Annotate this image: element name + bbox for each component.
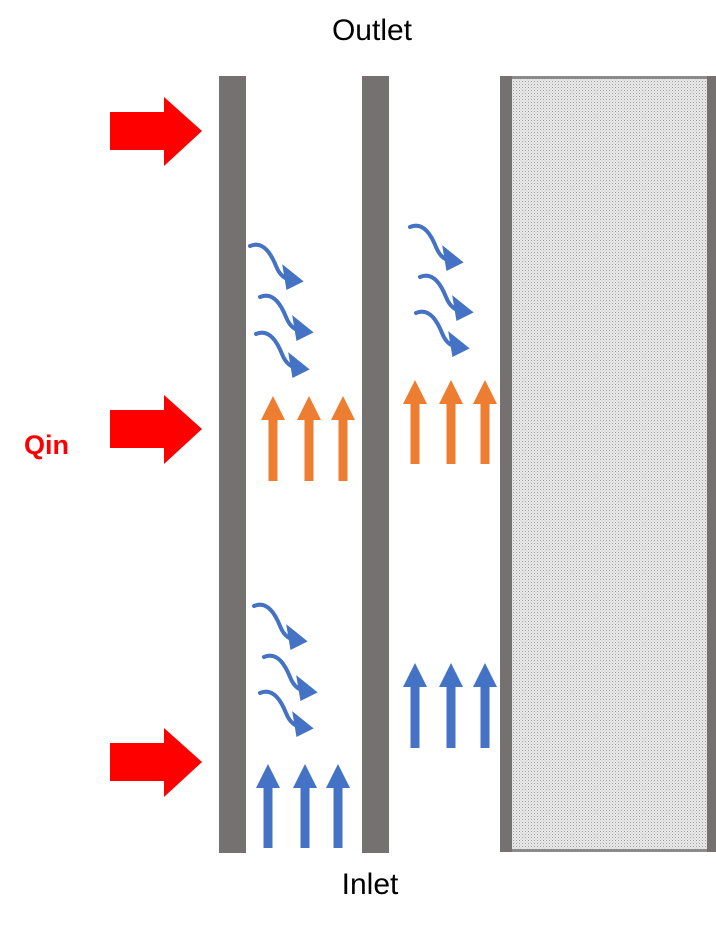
arrow-up-icon (326, 764, 350, 848)
heat-input-arrow-top (110, 97, 202, 166)
insulation-panel (500, 76, 716, 852)
swirl-arrow-icon (248, 242, 304, 290)
arrow-up-icon (439, 380, 463, 464)
swirl-flow-arrows (248, 223, 474, 737)
straight-flow-arrows (256, 380, 497, 848)
arrow-up-icon (261, 396, 285, 481)
arrow-up-icon (293, 764, 317, 848)
arrow-up-icon (403, 663, 427, 748)
qin-label: Qin (24, 430, 69, 460)
swirl-arrow-icon (254, 330, 310, 378)
heat-input-arrow-middle (110, 395, 202, 464)
swirl-arrow-icon (414, 309, 470, 357)
heat-input-icons (110, 97, 202, 797)
arrow-up-icon (403, 380, 427, 464)
swirl-arrow-icon (418, 273, 474, 321)
outer-wall (219, 76, 246, 853)
arrow-up-icon (439, 663, 463, 748)
swirl-arrow-icon (262, 653, 318, 701)
swirl-arrow-icon (408, 223, 464, 271)
arrow-up-icon (331, 396, 355, 481)
inner-wall (362, 76, 389, 853)
inlet-label: Inlet (341, 868, 399, 901)
arrow-up-icon (297, 396, 321, 481)
swirl-arrow-icon (258, 689, 314, 737)
arrow-up-icon (473, 663, 497, 748)
heat-input-arrow-bottom (110, 728, 202, 797)
arrow-up-icon (473, 380, 497, 464)
swirl-arrow-icon (252, 602, 308, 650)
swirl-arrow-icon (258, 293, 314, 341)
outlet-label: Outlet (331, 14, 413, 47)
arrow-up-icon (256, 764, 280, 848)
